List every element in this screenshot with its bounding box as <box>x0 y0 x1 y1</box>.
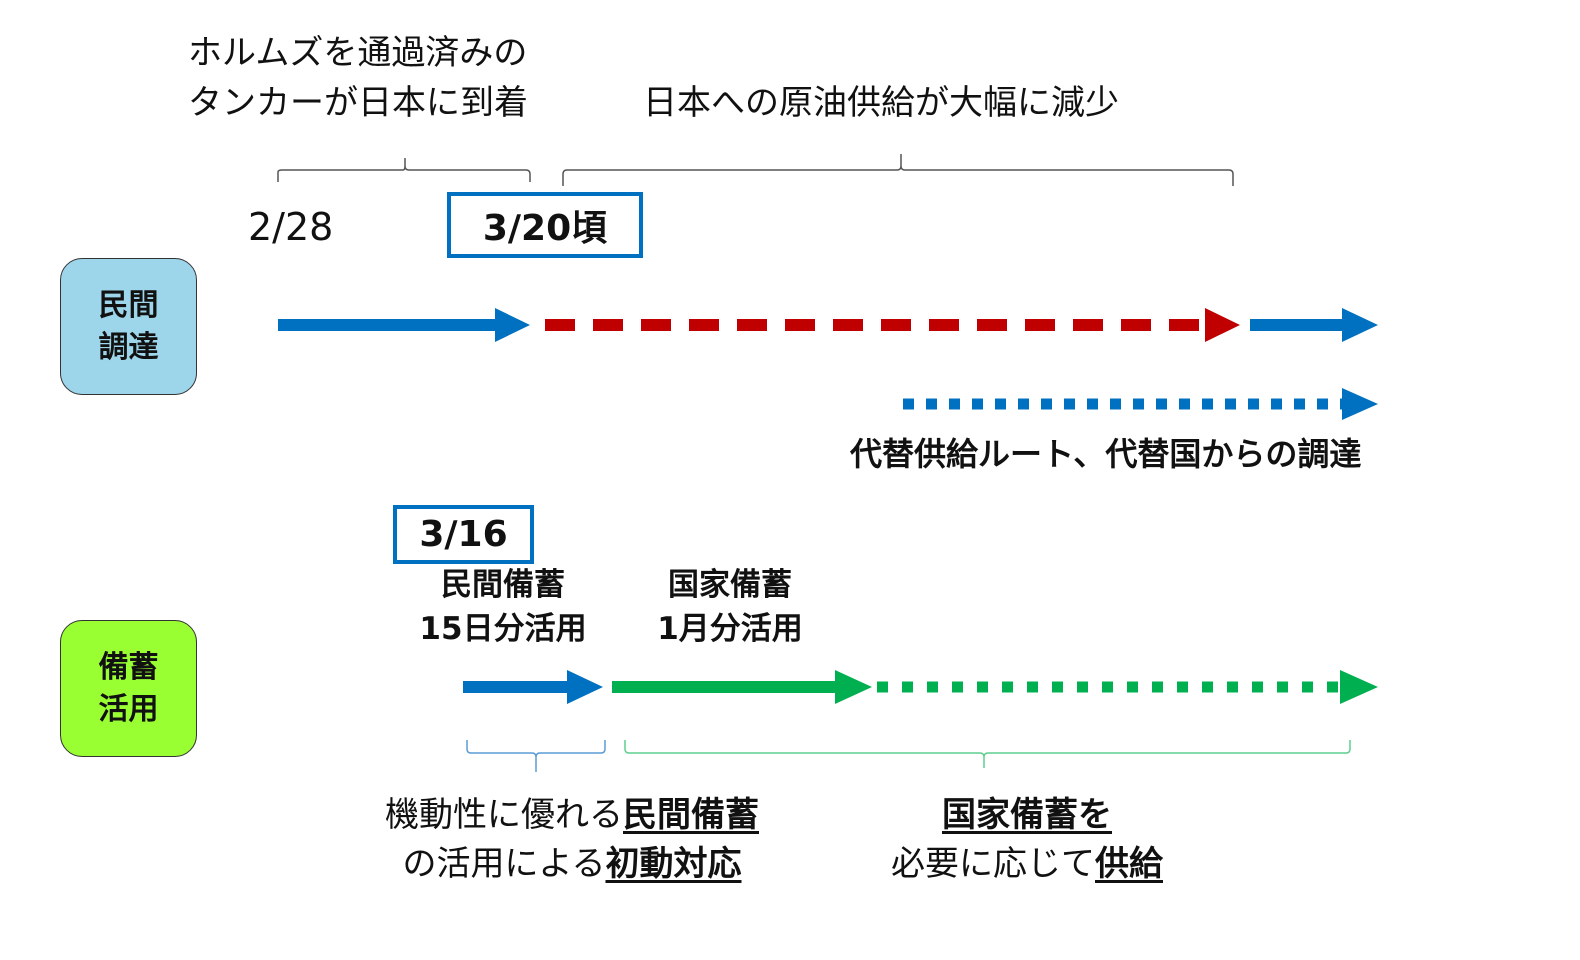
note-text: 必要に応じて <box>891 844 1095 884</box>
row-label-line1: 備蓄 <box>98 649 159 685</box>
row-label-private-procurement: 民間 調達 <box>60 258 197 395</box>
bracket-national-reserve <box>624 740 1351 768</box>
note-text: の活用による <box>402 844 606 884</box>
arrow-national-reserve <box>612 670 872 704</box>
date-reserve-start: 3/16 <box>419 514 508 555</box>
note-right-line2: 必要に応じて供給 <box>891 847 1163 881</box>
alternative-route-text: 代替供給ルート、代替国からの調達 <box>850 435 1362 473</box>
note-right-line1: 国家備蓄を <box>942 798 1112 832</box>
arrow-alternative-route-dotted <box>903 388 1378 420</box>
arrow-private-before <box>278 308 530 342</box>
row-label-line2: 活用 <box>98 691 159 727</box>
date-box-arrival: 3/20頃 <box>447 192 643 258</box>
note-emphasis: 民間備蓄 <box>623 795 759 835</box>
note-text: 機動性に優れる <box>385 795 623 835</box>
arrow-national-reserve-dotted <box>877 670 1378 704</box>
note-left-line2: の活用による初動対応 <box>403 847 742 881</box>
national-reserve-line2: 1月分活用 <box>657 611 803 647</box>
bracket-supply-drop <box>562 154 1234 186</box>
note-emphasis: 供給 <box>1095 844 1163 884</box>
note-left-line1: 機動性に優れる民間備蓄 <box>385 798 759 832</box>
national-reserve-line1: 国家備蓄 <box>668 567 792 603</box>
tanker-text-line2: タンカーが日本に到着 <box>188 83 528 123</box>
note-emphasis: 国家備蓄を <box>942 795 1112 835</box>
tanker-text-line1: ホルムズを通過済みの <box>188 33 528 73</box>
date-arrival: 3/20頃 <box>482 208 608 249</box>
private-reserve-line2: 15日分活用 <box>419 611 587 647</box>
private-reserve-line1: 民間備蓄 <box>441 567 565 603</box>
row-label-line2: 調達 <box>98 329 159 365</box>
date-box-reserve-start: 3/16 <box>393 505 534 564</box>
date-start: 2/28 <box>248 205 334 249</box>
row-label-line1: 民間 <box>98 287 159 323</box>
bracket-tanker-arrival <box>277 158 531 182</box>
row-label-reserve-use: 備蓄 活用 <box>60 620 197 757</box>
bracket-private-reserve <box>466 740 606 772</box>
arrow-private-reserve <box>463 670 603 704</box>
arrow-private-after <box>1250 308 1378 342</box>
note-emphasis: 初動対応 <box>605 844 742 884</box>
arrow-supply-shortage-dashed <box>545 308 1240 342</box>
supply-drop-text: 日本への原油供給が大幅に減少 <box>643 83 1119 123</box>
